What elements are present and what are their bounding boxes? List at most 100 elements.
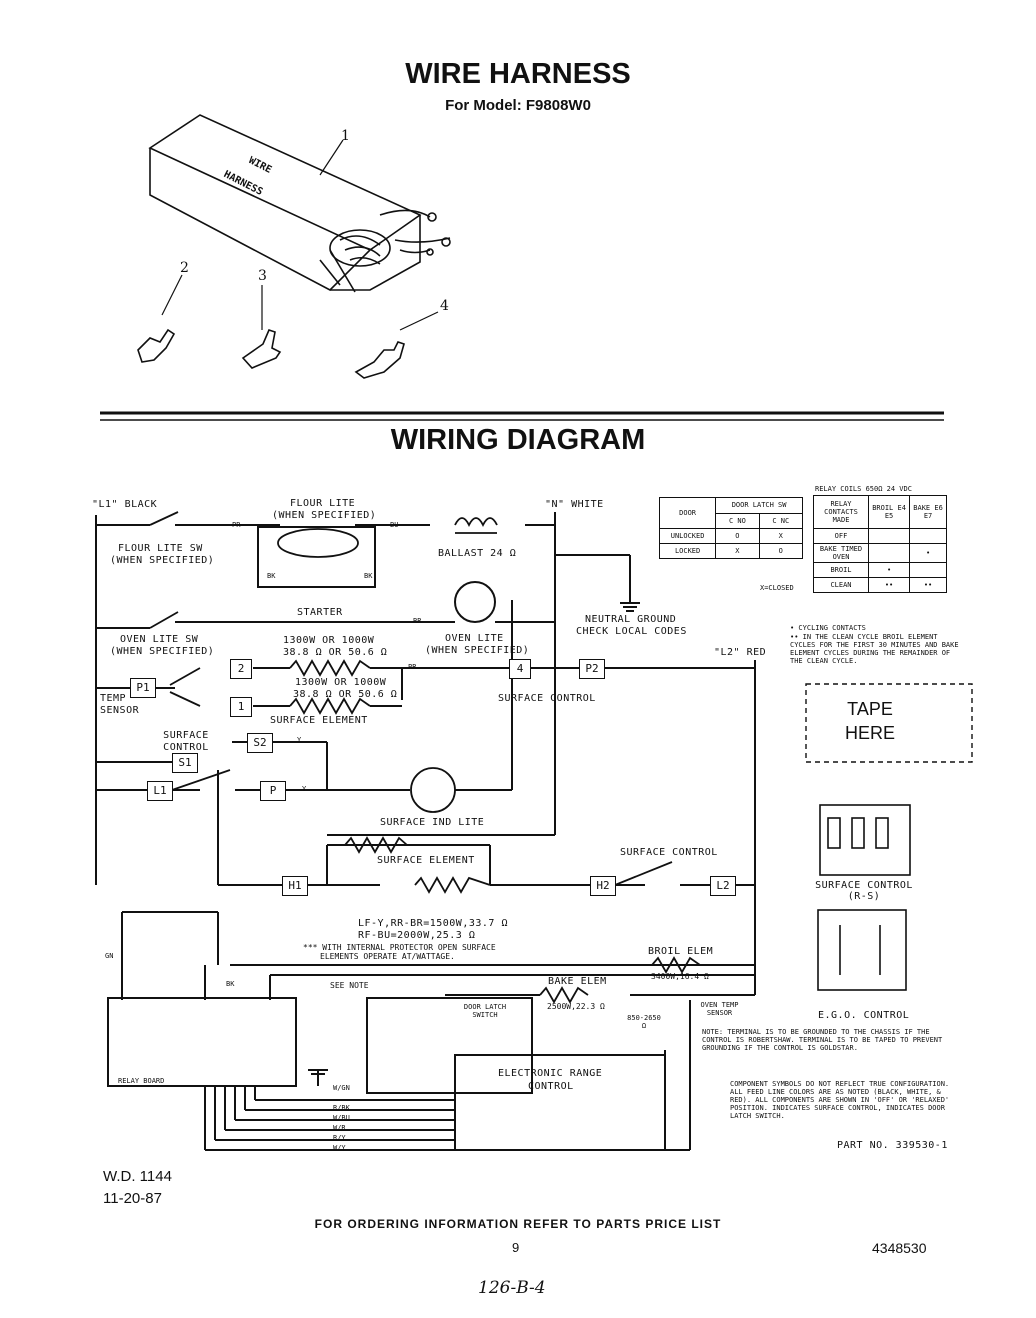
- handwritten-code: 126-B-4: [478, 1278, 546, 1298]
- wire-color-tag: BR: [413, 617, 422, 625]
- relay-note-2: •• IN THE CLEAN CYCLE BROIL ELEMENT CYCL…: [790, 633, 959, 665]
- mode-header: RELAY CONTACTS MADE: [813, 495, 869, 529]
- element-rating-2a: 1300W OR 1000W: [295, 677, 387, 688]
- broil-header: BROIL E4 E5: [867, 495, 911, 529]
- wire-color-tag: Y: [297, 736, 302, 744]
- terminal-s1: S1: [172, 753, 198, 773]
- row-value: •: [867, 562, 911, 578]
- oven-lite-sw-when: (WHEN SPECIFIED): [110, 646, 215, 657]
- row-value: [867, 528, 911, 544]
- terminal-l1: L1: [147, 781, 173, 801]
- starter-label: STARTER: [297, 607, 343, 618]
- row-value: X: [758, 528, 804, 544]
- erc-label-2: CONTROL: [528, 1081, 574, 1092]
- door-latch-table: DOOR DOOR LATCH SW C NO C NC UNLOCKED O …: [658, 497, 804, 559]
- element-rating-1b: 38.8 Ω OR 50.6 Ω: [283, 647, 388, 658]
- wd-number: W.D. 1144: [103, 1168, 172, 1185]
- bake-elem-label: BAKE ELEM: [548, 976, 607, 987]
- protector-note-2: ELEMENTS OPERATE AT/WATTAGE.: [320, 952, 455, 961]
- erc-label-1: ELECTRONIC RANGE: [498, 1068, 603, 1079]
- wd-date: 11-20-87: [103, 1190, 162, 1207]
- terminal-2: 2: [230, 659, 252, 679]
- row-label: OFF: [813, 528, 869, 544]
- row-value: O: [758, 543, 804, 559]
- terminal-l2: L2: [710, 876, 736, 896]
- note-2: COMPONENT SYMBOLS DO NOT REFLECT TRUE CO…: [730, 1080, 950, 1120]
- wire-color-tag: W/R: [333, 1124, 346, 1132]
- terminal-1: 1: [230, 697, 252, 717]
- flour-lite-label: FLOUR LITE: [290, 498, 356, 509]
- surface-ind-lite-label: SURFACE IND LITE: [380, 817, 485, 828]
- oven-lite-when: (WHEN SPECIFIED): [425, 645, 530, 656]
- row-value: ••: [867, 577, 911, 593]
- check-local-codes-label: CHECK LOCAL CODES: [576, 626, 687, 637]
- l1-label: "L1" BLACK: [92, 499, 158, 510]
- flour-lite-sw-when: (WHEN SPECIFIED): [110, 555, 215, 566]
- row-value: ••: [909, 577, 947, 593]
- row-value: [867, 543, 911, 563]
- bake-rating-label: 2500W,22.3 Ω: [547, 1002, 605, 1011]
- sensor-rating-label: 850-2650 Ω: [627, 1014, 661, 1030]
- harness-box-drawing: [148, 114, 451, 293]
- door-header: DOOR: [658, 497, 717, 529]
- rating-note-2: RF-BU=2000W,25.3 Ω: [358, 930, 476, 941]
- surface-control-label-3: SURFACE CONTROL: [620, 847, 718, 858]
- ordering-info: FOR ORDERING INFORMATION REFER TO PARTS …: [314, 1217, 722, 1231]
- flour-lite-sw-label: FLOUR LITE SW: [118, 543, 203, 554]
- broil-elem-label: BROIL ELEM: [648, 946, 714, 957]
- terminal-p: P: [260, 781, 286, 801]
- wire-color-tag: R/BK: [333, 1104, 350, 1112]
- terminal-4: 4: [509, 659, 531, 679]
- part-number: PART NO. 339530-1: [837, 1140, 948, 1151]
- surface-element-label-1: SURFACE ELEMENT: [270, 715, 368, 726]
- protector-note-1: *** WITH INTERNAL PROTECTOR OPEN SURFACE: [303, 943, 496, 952]
- row-value: O: [715, 528, 760, 544]
- door-table-legend: X=CLOSED: [760, 584, 794, 592]
- wire-color-tag: GN: [105, 952, 114, 960]
- rating-note-1: LF-Y,RR-BR=1500W,33.7 Ω: [358, 918, 508, 929]
- surface-element-label-2: SURFACE ELEMENT: [377, 855, 475, 866]
- terminal-p1: P1: [130, 678, 156, 698]
- wire-color-tag: W/GN: [333, 1084, 350, 1092]
- oven-lite-sw-label: OVEN LITE SW: [120, 634, 199, 645]
- callout-3: 3: [258, 268, 267, 284]
- relay-table-title: RELAY COILS 650Ω 24 VDC: [815, 485, 912, 493]
- wire-color-tag: W/Y: [333, 1144, 346, 1152]
- door-latch-switch-label: DOOR LATCH SWITCH: [463, 1003, 507, 1019]
- see-note-label: SEE NOTE: [330, 981, 369, 990]
- surface-control-rs-label: SURFACE CONTROL (R-S): [815, 880, 913, 902]
- wire-color-tag: PR: [232, 521, 241, 529]
- c-nc-header: C NC: [758, 512, 804, 529]
- wiring-diagram-title: WIRING DIAGRAM: [390, 424, 646, 456]
- wire-color-tag: R/Y: [333, 1134, 346, 1142]
- page-title: WIRE HARNESS: [405, 58, 631, 90]
- wire-color-tag: Y: [302, 785, 307, 793]
- wire-color-tag: BK: [267, 572, 276, 580]
- row-value: [909, 562, 947, 578]
- row-label: BROIL: [813, 562, 869, 578]
- terminal-s2: S2: [247, 733, 273, 753]
- oven-temp-sensor-label: OVEN TEMP SENSOR: [700, 1001, 739, 1017]
- relay-note-1: • CYCLING CONTACTS: [790, 624, 866, 632]
- door-latch-header: DOOR LATCH SW: [715, 497, 803, 514]
- surface-control-label-1: SURFACE CONTROL: [498, 693, 596, 704]
- temp-sensor-label: TEMP SENSOR: [100, 693, 140, 716]
- row-label: LOCKED: [658, 543, 717, 559]
- wire-color-tag: PR: [408, 663, 417, 671]
- row-label: BAKE TIMED OVEN: [813, 543, 869, 563]
- row-value: X: [715, 543, 760, 559]
- l2-label: "L2" RED: [714, 647, 767, 658]
- surface-control-label-2: SURFACE CONTROL: [163, 730, 209, 753]
- wire-color-tag: BU: [390, 521, 399, 529]
- oven-lite-label: OVEN LITE: [445, 633, 504, 644]
- page-number: 9: [512, 1240, 520, 1255]
- ballast-label: BALLAST 24 Ω: [438, 548, 517, 559]
- row-label: CLEAN: [813, 577, 869, 593]
- callout-2: 2: [180, 260, 189, 276]
- terminal-h2: H2: [590, 876, 616, 896]
- wire-color-tag: BK: [364, 572, 373, 580]
- element-rating-2b: 38.8 Ω OR 50.6 Ω: [293, 689, 398, 700]
- bake-header: BAKE E6 E7: [909, 495, 947, 529]
- relay-board-label: RELAY BOARD: [118, 1077, 165, 1085]
- terminal-p2: P2: [579, 659, 605, 679]
